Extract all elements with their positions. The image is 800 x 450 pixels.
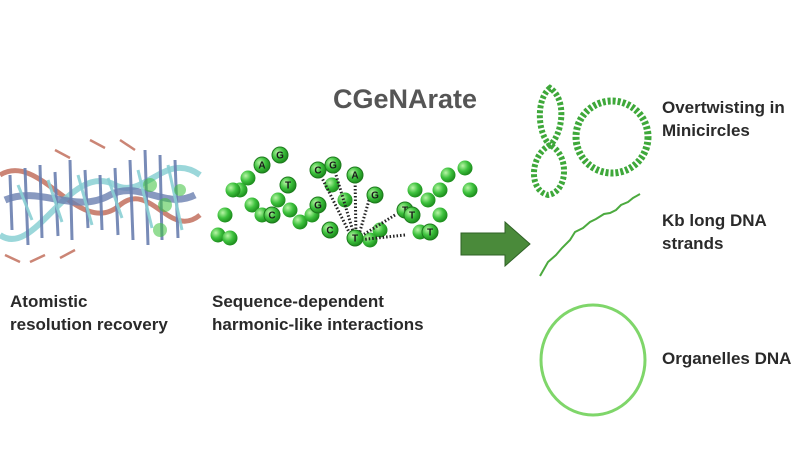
labeled-bead <box>263 206 281 224</box>
bead-letter: G <box>371 191 379 202</box>
labeled-bead <box>271 146 289 164</box>
labeled-bead <box>309 196 327 214</box>
sequence-label: Sequence-dependent harmonic-like interac… <box>212 292 424 334</box>
bead <box>270 192 286 208</box>
bead <box>225 182 241 198</box>
bead <box>440 167 456 183</box>
bead-letter: C <box>326 226 333 237</box>
bead <box>210 227 226 243</box>
bead <box>240 170 256 186</box>
labeled-bead <box>421 223 439 241</box>
overtwisted-minicircles <box>531 84 652 199</box>
organelles-dna-circle <box>539 303 647 417</box>
bead-letter: G <box>314 201 322 212</box>
labeled-bead <box>309 161 327 179</box>
labeled-bead <box>346 166 364 184</box>
bead-letter: T <box>285 181 291 192</box>
bead-letter: C <box>314 166 321 177</box>
labeled-bead <box>366 186 384 204</box>
atomistic-label: Atomistic resolution recovery <box>10 292 168 334</box>
atomistic-dna-model <box>0 138 202 264</box>
coarse-grained-beads: AGCGAGTCTCGTTT <box>210 146 478 248</box>
spring-connector <box>331 164 357 239</box>
labeled-bead <box>253 156 271 174</box>
kb-strands-label: Kb long DNA strands <box>662 211 767 253</box>
bead <box>217 207 233 223</box>
bead-letter: T <box>352 234 358 245</box>
bead <box>222 230 238 246</box>
process-arrow <box>460 220 531 268</box>
bead <box>420 192 436 208</box>
bead <box>244 197 260 213</box>
bead-letter: G <box>329 161 337 172</box>
bead-letter: A <box>351 171 358 182</box>
bead-letter: T <box>409 211 415 222</box>
labeled-bead <box>324 156 342 174</box>
bead-letter: C <box>268 211 275 222</box>
bead <box>457 160 473 176</box>
bead <box>432 182 448 198</box>
bead-letter: T <box>427 228 433 239</box>
spring-connector <box>357 213 396 240</box>
bead <box>462 182 478 198</box>
labeled-bead <box>321 221 339 239</box>
diagram-title: CGeNArate <box>333 84 478 114</box>
bead <box>282 202 298 218</box>
labeled-bead <box>403 206 421 224</box>
spring-connector <box>353 174 358 239</box>
bead <box>407 182 423 198</box>
spring-connector <box>316 169 354 239</box>
organelles-label: Organelles DNA <box>662 349 792 368</box>
overtwisting-label: Overtwisting in Minicircles <box>662 98 785 140</box>
bead-letter: G <box>276 151 284 162</box>
bead-letter: A <box>258 161 265 172</box>
spring-connector <box>357 233 406 242</box>
labeled-bead <box>346 229 364 247</box>
bead <box>432 207 448 223</box>
labeled-bead <box>279 176 297 194</box>
bead <box>292 214 308 230</box>
kb-long-dna-strand <box>539 193 641 277</box>
